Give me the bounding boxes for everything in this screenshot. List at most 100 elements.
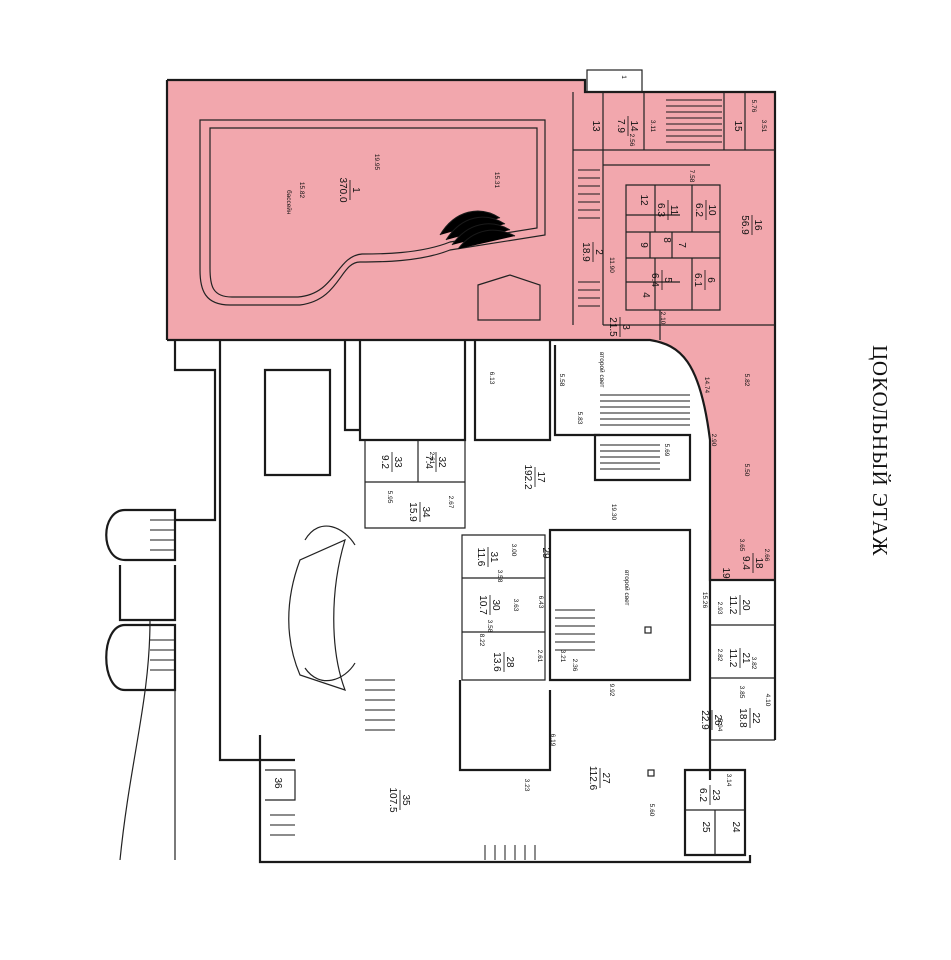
room-area: 18.8 xyxy=(737,708,748,728)
dimension-28: 3.58 xyxy=(486,620,493,633)
room-area: 6.3 xyxy=(655,203,666,217)
room-label-15: 15 xyxy=(732,120,743,132)
room-area: 370.0 xyxy=(337,177,348,202)
dimension-21: 2.61 xyxy=(428,452,435,465)
walls-lower xyxy=(105,340,777,864)
room-area: 7.9 xyxy=(615,119,626,133)
room-area: 11.6 xyxy=(475,548,486,567)
room-number: 8 xyxy=(661,237,672,243)
dimension-4: 2.10 xyxy=(659,312,666,325)
room-number: 4 xyxy=(640,292,651,298)
room-number: 30 xyxy=(490,599,501,611)
room-number: 13 xyxy=(590,120,601,132)
dimension-23: 5.95 xyxy=(386,491,393,504)
dimension-15: 2.66 xyxy=(763,549,770,562)
dimension-36: 5.60 xyxy=(648,804,655,817)
dimension-11: 5.82 xyxy=(743,374,750,387)
walls-upper xyxy=(165,69,777,582)
pool-label: бассейн xyxy=(285,190,293,215)
room-label-5: 56.4 xyxy=(649,270,673,290)
dimension-0: 19.95 xyxy=(373,154,380,171)
dimension-20: 2.56 xyxy=(628,134,635,147)
room-area: 112.6 xyxy=(587,766,598,791)
dimension-31: 2.36 xyxy=(571,659,578,672)
room-label-25: 25 xyxy=(700,821,711,833)
room-area: 15.9 xyxy=(407,502,418,522)
dimension-33: 9.92 xyxy=(608,684,615,697)
dimension-30: 2.61 xyxy=(536,650,543,663)
room-number: 15 xyxy=(732,120,743,132)
dimension-2: 15.31 xyxy=(493,172,500,189)
room-area: 11.2 xyxy=(727,649,738,668)
dimension-9: 19.30 xyxy=(610,504,617,521)
room-number: 34 xyxy=(420,506,431,518)
dimension-1: 15.82 xyxy=(298,182,305,199)
room-label-23: 236.2 xyxy=(697,785,721,805)
room-number: 33 xyxy=(392,456,403,468)
room-label-13: 13 xyxy=(590,120,601,132)
room-label-3: 321.5 xyxy=(607,317,631,337)
room-label-14: 147.9 xyxy=(615,116,639,136)
room-area: 6.2 xyxy=(693,203,704,217)
plan-title: ЦОКОЛЬНЫЙ ЭТАЖ xyxy=(868,345,892,556)
dimension-41: 3.85 xyxy=(738,686,745,699)
dimension-3: 11.90 xyxy=(608,257,615,273)
room-label-18: 189.4 xyxy=(740,553,764,573)
dimension-12: 5.50 xyxy=(743,464,750,477)
dimension-8: 6.13 xyxy=(488,372,495,385)
dimension-6: 5.83 xyxy=(576,412,583,425)
dimension-14: 3.65 xyxy=(738,539,745,552)
dimension-16: 7.58 xyxy=(688,170,695,183)
dimension-42: 4.10 xyxy=(764,694,771,707)
dimension-44: 3.14 xyxy=(725,774,732,787)
dimension-17: 5.76 xyxy=(750,100,757,113)
second-light-label-a: второй свет xyxy=(598,352,606,388)
room-label-12: 12 xyxy=(638,194,649,206)
room-number: 2 xyxy=(593,249,604,255)
dimension-37: 2.93 xyxy=(716,602,723,615)
room-label-33: 339.2 xyxy=(379,452,403,472)
room-area: 107.5 xyxy=(387,787,398,812)
room-number: 9 xyxy=(638,242,649,248)
room-number: 7 xyxy=(676,242,687,248)
room-number: 3 xyxy=(620,324,631,330)
dimension-26: 3.63 xyxy=(512,599,519,612)
room-number: 36 xyxy=(272,777,283,789)
room-area: 18.9 xyxy=(580,242,591,262)
room-area: 56.9 xyxy=(739,215,750,235)
room-number: 28 xyxy=(504,656,515,668)
room-area: 13.6 xyxy=(491,652,502,672)
room-number: 16 xyxy=(752,219,763,231)
dimension-19: 3.11 xyxy=(649,120,656,133)
room-label-4: 4 xyxy=(640,292,651,298)
room-label-8: 8 xyxy=(661,237,672,243)
room-number: 14 xyxy=(628,120,639,132)
dimension-labels: 19.9515.8215.3111.902.105.585.835.696.13… xyxy=(298,75,771,817)
room-label-10: 106.2 xyxy=(693,200,717,220)
room-number: 23 xyxy=(710,789,721,801)
room-area: 9.2 xyxy=(379,455,390,469)
room-area: 9.4 xyxy=(740,556,751,570)
room-area: 192.2 xyxy=(522,464,533,489)
room-label-11: 116.3 xyxy=(655,200,679,220)
room-number: 20 xyxy=(740,599,751,611)
room-number: 26 xyxy=(712,714,723,726)
dimension-38: 15.26 xyxy=(701,592,708,609)
room-number: 19 xyxy=(720,567,731,579)
room-number: 25 xyxy=(700,821,711,833)
room-number: 18 xyxy=(753,557,764,569)
room-area: 7.4 xyxy=(423,455,434,469)
highlighted-zone xyxy=(167,80,775,580)
room-number: 12 xyxy=(638,194,649,206)
